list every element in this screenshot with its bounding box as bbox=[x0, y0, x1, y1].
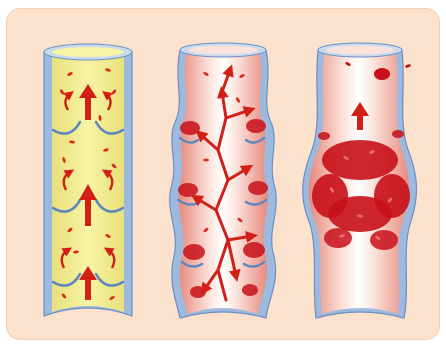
varicose-vein bbox=[303, 43, 417, 318]
incompetent-valves-vein bbox=[170, 43, 277, 318]
normal-vein bbox=[44, 44, 132, 316]
